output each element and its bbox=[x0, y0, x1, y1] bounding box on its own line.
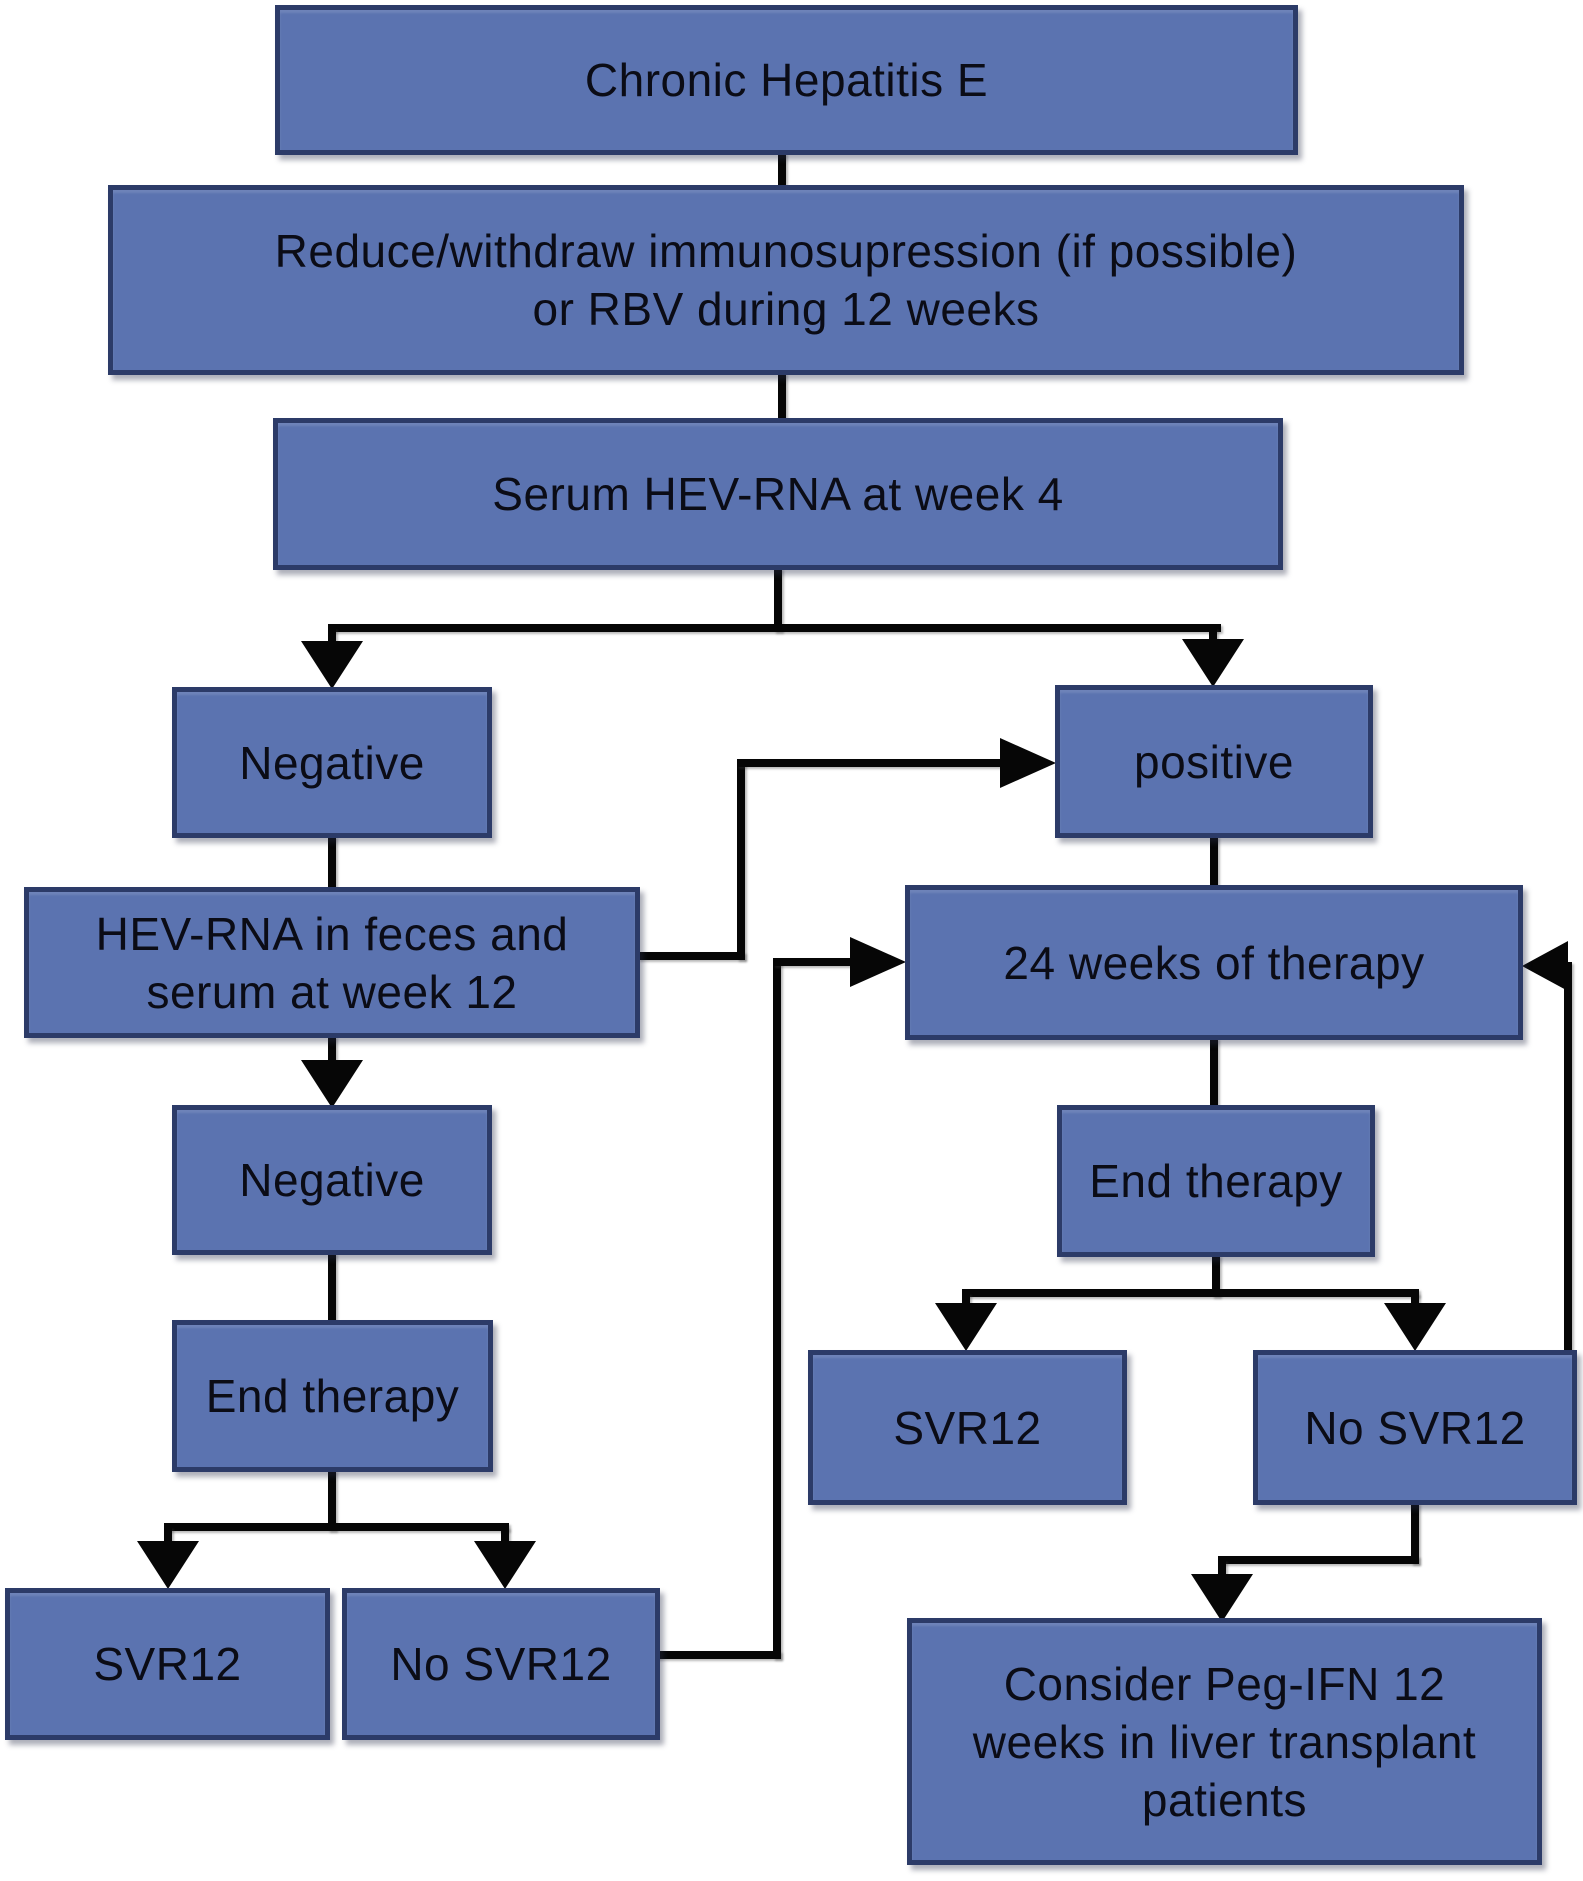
connector-24weeks-endtherapy bbox=[1210, 1038, 1218, 1105]
connector-splitR-left-stub bbox=[962, 1293, 970, 1307]
arrowhead-into-svr12-right bbox=[935, 1303, 997, 1351]
connector-nosvr12l-24weeks-h1 bbox=[654, 1651, 781, 1659]
arrowhead-loop-into-24weeks-right bbox=[1522, 941, 1568, 991]
node-end-therapy-left: End therapy bbox=[172, 1320, 493, 1472]
node-label: End therapy bbox=[205, 1370, 460, 1422]
node-reduce-withdraw-immunosupression: Reduce/withdraw immunosupression (if pos… bbox=[108, 185, 1464, 375]
node-svr12-left: SVR12 bbox=[5, 1588, 330, 1740]
connector-branch-negative-stub bbox=[328, 628, 336, 648]
connector-negative2-endtherapyL bbox=[328, 1253, 336, 1322]
node-label: HEV-RNA in feces and serum at week 12 bbox=[95, 907, 569, 1018]
arrowhead-into-svr12-left bbox=[137, 1541, 199, 1589]
connector-branch-positive-stub bbox=[1209, 628, 1217, 646]
connector-branch-horizontal bbox=[328, 624, 1221, 632]
arrowhead-into-nosvr12-right bbox=[1384, 1303, 1446, 1351]
connector-splitR-horizontal bbox=[962, 1289, 1419, 1297]
node-label: End therapy bbox=[1089, 1155, 1343, 1207]
connector-reduce-serum bbox=[778, 373, 786, 422]
node-label: 24 weeks of therapy bbox=[1003, 936, 1425, 989]
arrowhead-into-negative2 bbox=[301, 1060, 363, 1108]
node-label: Reduce/withdraw immunosupression (if pos… bbox=[274, 225, 1298, 335]
arrowhead-into-24weeks-left bbox=[850, 937, 906, 987]
connector-chronic-reduce bbox=[778, 153, 786, 189]
connector-negative1-feces bbox=[328, 836, 336, 889]
node-label: positive bbox=[1134, 735, 1294, 788]
node-label: Negative bbox=[239, 1154, 425, 1206]
node-svr12-right: SVR12 bbox=[808, 1350, 1127, 1505]
node-24-weeks-of-therapy: 24 weeks of therapy bbox=[905, 885, 1523, 1040]
connector-nosvr12l-24weeks-h2 bbox=[773, 958, 853, 966]
arrowhead-into-consider bbox=[1191, 1574, 1253, 1622]
connector-nosvr12r-consider-h bbox=[1218, 1556, 1419, 1564]
node-no-svr12-left: No SVR12 bbox=[342, 1588, 660, 1740]
connector-nosvr12r-consider-v bbox=[1411, 1503, 1419, 1564]
arrowhead-into-positive-left bbox=[1000, 738, 1056, 788]
node-end-therapy-right: End therapy bbox=[1057, 1105, 1375, 1257]
node-consider-peg-ifn: Consider Peg-IFN 12 weeks in liver trans… bbox=[907, 1618, 1542, 1865]
node-label: No SVR12 bbox=[1304, 1401, 1526, 1454]
connector-splitR-right-stub bbox=[1411, 1293, 1419, 1307]
node-label: SVR12 bbox=[893, 1401, 1042, 1454]
node-label: No SVR12 bbox=[390, 1638, 612, 1690]
connector-feces-positive-h1 bbox=[638, 952, 745, 960]
connector-serum-branch bbox=[774, 568, 782, 632]
node-negative-week4: Negative bbox=[172, 687, 492, 838]
connector-loop-vertical bbox=[1564, 962, 1572, 1480]
node-negative-week12: Negative bbox=[172, 1105, 492, 1255]
connector-endtherapyR-split bbox=[1212, 1255, 1220, 1297]
node-serum-hev-rna-week4: Serum HEV-RNA at week 4 bbox=[273, 418, 1283, 570]
connector-splitL-left-stub bbox=[164, 1527, 172, 1541]
connector-splitL-right-stub bbox=[501, 1527, 509, 1541]
node-no-svr12-right: No SVR12 bbox=[1253, 1350, 1577, 1505]
connector-nosvr12r-consider-stub bbox=[1218, 1560, 1226, 1578]
node-label: Negative bbox=[239, 736, 425, 789]
connector-endtherapyL-split bbox=[328, 1470, 336, 1531]
node-hev-rna-feces-serum-week12: HEV-RNA in feces and serum at week 12 bbox=[24, 887, 640, 1038]
connector-feces-positive-v bbox=[737, 759, 745, 960]
arrowhead-into-positive bbox=[1182, 639, 1244, 687]
node-label: Consider Peg-IFN 12 weeks in liver trans… bbox=[972, 1657, 1477, 1826]
node-label: SVR12 bbox=[93, 1638, 242, 1690]
connector-positive-24weeks bbox=[1210, 836, 1218, 887]
node-label: Chronic Hepatitis E bbox=[584, 54, 989, 106]
node-chronic-hepatitis-e: Chronic Hepatitis E bbox=[275, 5, 1298, 155]
node-label: Serum HEV-RNA at week 4 bbox=[492, 468, 1064, 520]
connector-nosvr12l-24weeks-v bbox=[773, 958, 781, 1659]
connector-splitL-horizontal bbox=[164, 1523, 509, 1531]
arrowhead-into-negative1 bbox=[301, 641, 363, 689]
node-positive-week4: positive bbox=[1055, 685, 1373, 838]
arrowhead-into-nosvr12-left bbox=[474, 1541, 536, 1589]
connector-feces-positive-h2 bbox=[737, 759, 1003, 767]
connector-feces-negative2-stub bbox=[328, 1036, 336, 1064]
